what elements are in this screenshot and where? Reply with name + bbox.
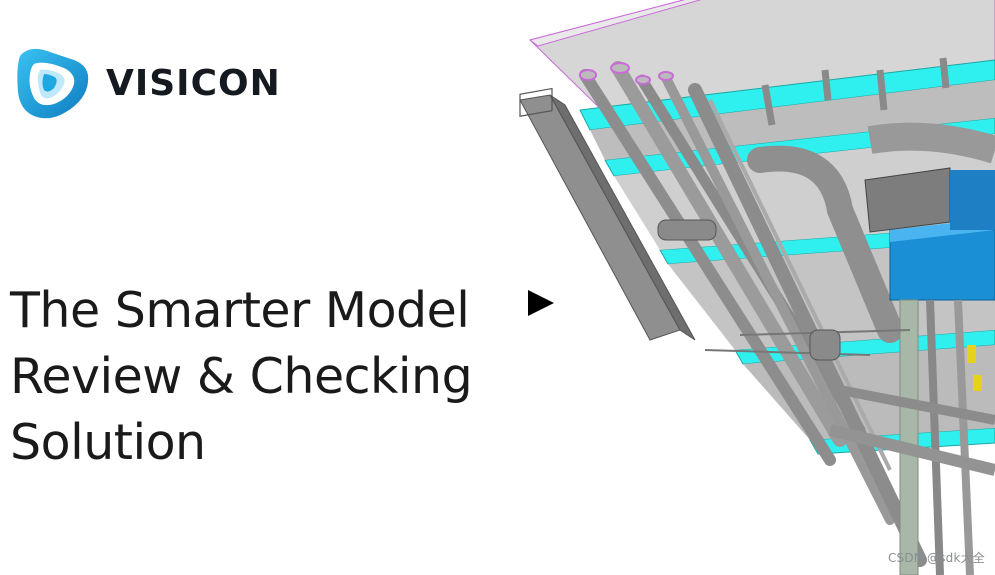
hanger — [939, 57, 950, 89]
pipe-end — [635, 75, 651, 85]
hanger — [876, 69, 888, 111]
brand-logo[interactable]: VISICON — [14, 44, 281, 122]
valve — [967, 345, 976, 363]
visicon-logo-icon — [17, 48, 89, 119]
pipe-end — [658, 71, 674, 81]
watermark: CSDN @sdk大全 — [887, 551, 985, 565]
pipe — [611, 61, 847, 447]
pipe-end — [579, 69, 597, 81]
pipe — [839, 385, 995, 425]
pipe — [954, 299, 974, 575]
play-icon — [528, 290, 554, 316]
pipe — [926, 299, 944, 575]
elbow-pipe — [867, 122, 995, 164]
valve — [973, 375, 982, 391]
fitting — [657, 219, 717, 241]
blue-equipment-block — [950, 170, 995, 230]
bim-model-illustration — [519, 0, 995, 575]
pipe — [579, 69, 836, 466]
brand-name: VISICON — [106, 63, 281, 104]
ceiling-slab-top — [528, 0, 702, 47]
headline-line-1: The Smarter Model — [10, 282, 470, 339]
fitting — [809, 329, 841, 361]
pipe — [660, 71, 895, 525]
headline: The Smarter Model Review & Checking Solu… — [10, 278, 473, 476]
pipe — [688, 83, 927, 567]
duct-side — [549, 94, 696, 341]
vertical-pipe — [899, 299, 919, 575]
hanger — [761, 84, 776, 126]
play-button[interactable] — [520, 283, 560, 323]
elbow-pipe — [747, 145, 903, 343]
beam — [590, 80, 995, 160]
duct-opening — [519, 87, 553, 117]
headline-line-2: Review & Checking — [10, 348, 473, 405]
bim-model-render — [510, 0, 995, 575]
conduit — [704, 349, 871, 356]
pipe-end — [610, 62, 630, 74]
pipe — [828, 424, 995, 476]
hanger — [821, 69, 832, 101]
headline-line-3: Solution — [10, 414, 206, 471]
blue-equipment — [889, 229, 995, 301]
pipe — [708, 99, 892, 471]
